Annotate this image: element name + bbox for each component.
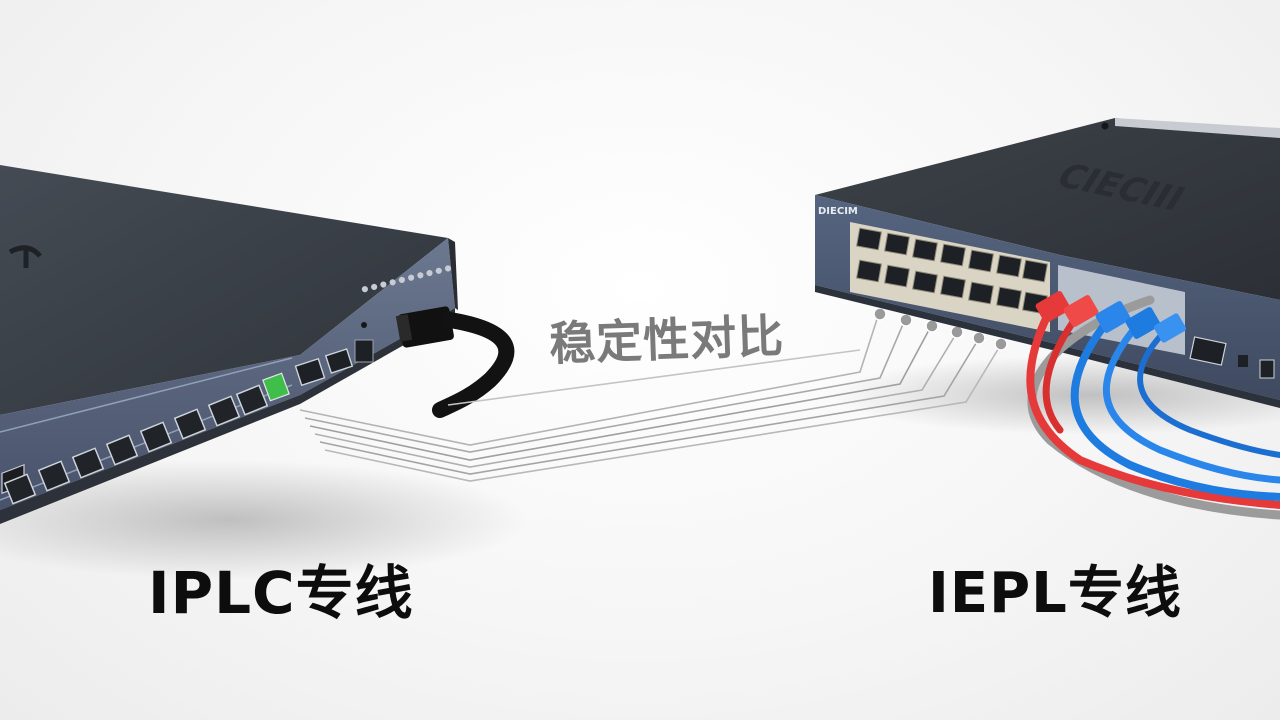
right-port-grid — [856, 227, 1048, 315]
left-port-row — [3, 384, 269, 505]
iplc-label: IPLC专线 — [148, 559, 414, 627]
iepl-label: IEPL专线 — [928, 561, 1182, 626]
cable-plugs-icon — [1035, 291, 1187, 343]
left-switch-shadow — [0, 460, 530, 580]
network-switch-left-icon: ● ● ● ● ● ● ● ● ● ● — [0, 165, 458, 524]
comparison-title: 稳定性对比 — [548, 308, 786, 371]
network-switch-right-icon: CIECIII DIECIM — [815, 118, 1280, 408]
svg-text:DIECIM: DIECIM — [818, 206, 858, 217]
green-port-led — [262, 372, 290, 402]
ethernet-cable-left-icon — [395, 306, 515, 418]
ethernet-cables-right-icon — [1026, 295, 1280, 520]
